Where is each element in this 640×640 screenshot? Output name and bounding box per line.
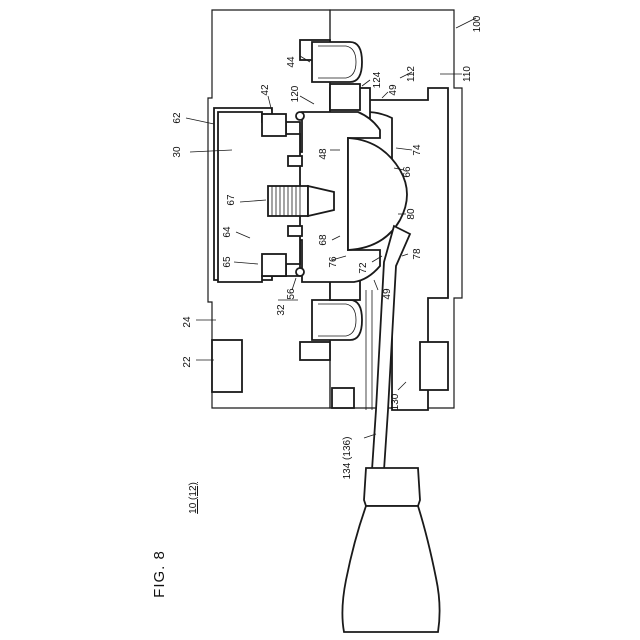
label-24: 24 [182,316,193,328]
label-64: 64 [222,226,233,238]
label-65: 65 [222,256,233,268]
label-74: 74 [412,144,423,156]
label-67: 67 [226,194,237,206]
label-30: 30 [172,146,183,158]
label-76: 76 [328,256,339,268]
label-112: 112 [406,66,417,82]
label-48: 48 [318,148,329,160]
label-32: 32 [276,304,287,316]
assembly-reference: 10 (12) [188,482,199,514]
label-68: 68 [318,234,329,246]
label-56: 56 [286,288,297,300]
label-78: 78 [412,248,423,260]
label-44: 44 [286,56,297,68]
label-22: 22 [182,356,193,368]
label-120: 120 [290,85,301,102]
label-49-top: 49 [388,84,399,96]
figure-title: FIG. 8 [151,550,168,598]
label-110: 110 [462,66,473,82]
label-49-bottom: 49 [382,288,393,300]
label-42: 42 [260,84,271,96]
label-80: 80 [406,208,417,220]
label-100: 100 [472,15,483,32]
handle [342,468,439,632]
label-72: 72 [358,262,369,274]
label-130: 130 [390,393,401,410]
label-124: 124 [372,71,383,88]
label-62: 62 [172,112,183,124]
label-66: 66 [402,166,413,178]
label-134-136: 134 (136) [342,437,353,480]
